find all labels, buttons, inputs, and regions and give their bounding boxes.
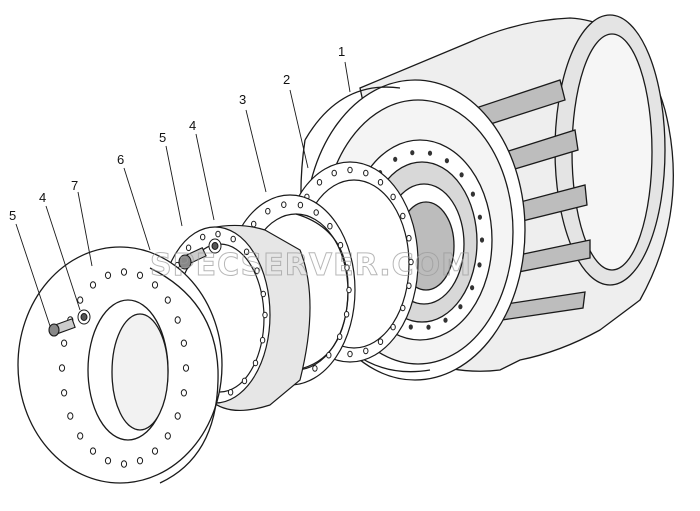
bolt-hole (251, 220, 257, 228)
washer-upper (208, 238, 222, 254)
bolt-hole (344, 264, 350, 272)
bolt-hole (136, 457, 144, 465)
callout-5-lower: 5 (9, 208, 16, 223)
callout-4-upper: 4 (189, 118, 196, 133)
callout-7: 7 (71, 178, 78, 193)
bolt-hole (443, 317, 448, 323)
bolt-hole (259, 336, 266, 344)
bolt-hole (346, 286, 352, 294)
bolt-upper (178, 246, 207, 270)
bolt-lower (48, 318, 76, 337)
bolt-hole (327, 222, 333, 230)
bolt-hole (406, 282, 412, 290)
bolt-hole (67, 412, 74, 420)
callout-labels: 1 2 3 4 5 6 7 4 5 (9, 44, 345, 223)
bolt-hole (470, 285, 475, 291)
bolt-hole (260, 290, 266, 298)
bolt-hole (200, 233, 206, 241)
bolt-hole (182, 364, 190, 372)
bolt-hole (337, 241, 344, 249)
callout-2: 2 (283, 72, 290, 87)
bolt-hole (104, 271, 112, 279)
bolt-hole (164, 296, 171, 304)
bolt-hole (230, 235, 236, 243)
bolt-hole (180, 339, 187, 347)
bolt-hole (470, 191, 475, 197)
bolt-hole (61, 389, 68, 397)
bolt-hole (136, 271, 144, 279)
bolt-hole (174, 412, 181, 420)
bolt-hole (241, 377, 248, 385)
bolt-hole (347, 166, 353, 174)
bolt-hole (104, 457, 112, 465)
callout-5-upper: 5 (159, 130, 166, 145)
bolt-hole (459, 172, 464, 178)
bolt-hole (281, 201, 287, 208)
bolt-hole (61, 339, 68, 347)
bolt-hole (265, 207, 271, 215)
bolt-hole (89, 281, 97, 289)
bolt-hole (120, 268, 128, 276)
bolt-hole (215, 230, 221, 238)
bolt-hole (77, 296, 84, 304)
bolt-hole (58, 364, 66, 372)
bolt-hole (408, 324, 413, 330)
bolt-hole (363, 347, 369, 355)
bolt-hole (313, 209, 319, 216)
bolt-hole (316, 179, 323, 186)
bolt-hole (410, 150, 415, 156)
bolt-hole (243, 248, 250, 256)
bolt-hole (377, 338, 384, 346)
bolt-hole (252, 359, 259, 367)
watermark-text: SPECSERVER.COM (150, 248, 472, 283)
bolt-hole (164, 432, 171, 440)
bolt-hole (400, 304, 406, 312)
bolt-hole (185, 244, 192, 252)
bolt-hole (77, 432, 84, 440)
bolt-hole (151, 281, 159, 289)
callout-6: 6 (117, 152, 124, 167)
brake-disc (17, 246, 223, 484)
bolt-hole (477, 214, 482, 220)
bolt-hole (406, 234, 412, 242)
bolt-hole (347, 350, 353, 358)
callout-4-lower: 4 (39, 190, 46, 205)
bolt-hole (479, 237, 485, 243)
bolt-hole (458, 304, 463, 310)
bolt-hole (312, 365, 318, 372)
bolt-hole (408, 258, 414, 266)
bolt-hole (337, 333, 343, 341)
bolt-hole (377, 179, 384, 186)
bolt-hole (89, 447, 97, 455)
leader-lines (15, 61, 351, 327)
callout-1: 1 (338, 44, 345, 59)
bolt-hole (444, 158, 449, 164)
bolt-hole (477, 262, 482, 268)
bolt-hole (343, 311, 350, 318)
bolt-hole (427, 150, 433, 156)
bolt-hole (180, 389, 187, 397)
bolt-hole (120, 460, 128, 468)
bolt-hole (390, 193, 396, 201)
bolt-hole (254, 267, 260, 275)
bolt-hole (331, 169, 337, 177)
bolt-hole (151, 447, 159, 455)
bolt-hole (326, 351, 332, 359)
bolt-hole (174, 316, 181, 324)
bolt-hole (227, 389, 234, 396)
bolt-hole (400, 212, 406, 220)
brake-disc-holes (58, 268, 190, 468)
bolt-hole (363, 169, 369, 177)
bolt-hole (426, 324, 431, 330)
callout-3: 3 (239, 92, 246, 107)
washer-lower (77, 309, 91, 325)
bolt-hole (390, 323, 396, 331)
bolt-hole (297, 201, 304, 209)
bolt-hole (262, 311, 268, 319)
bolt-hole (393, 156, 398, 162)
